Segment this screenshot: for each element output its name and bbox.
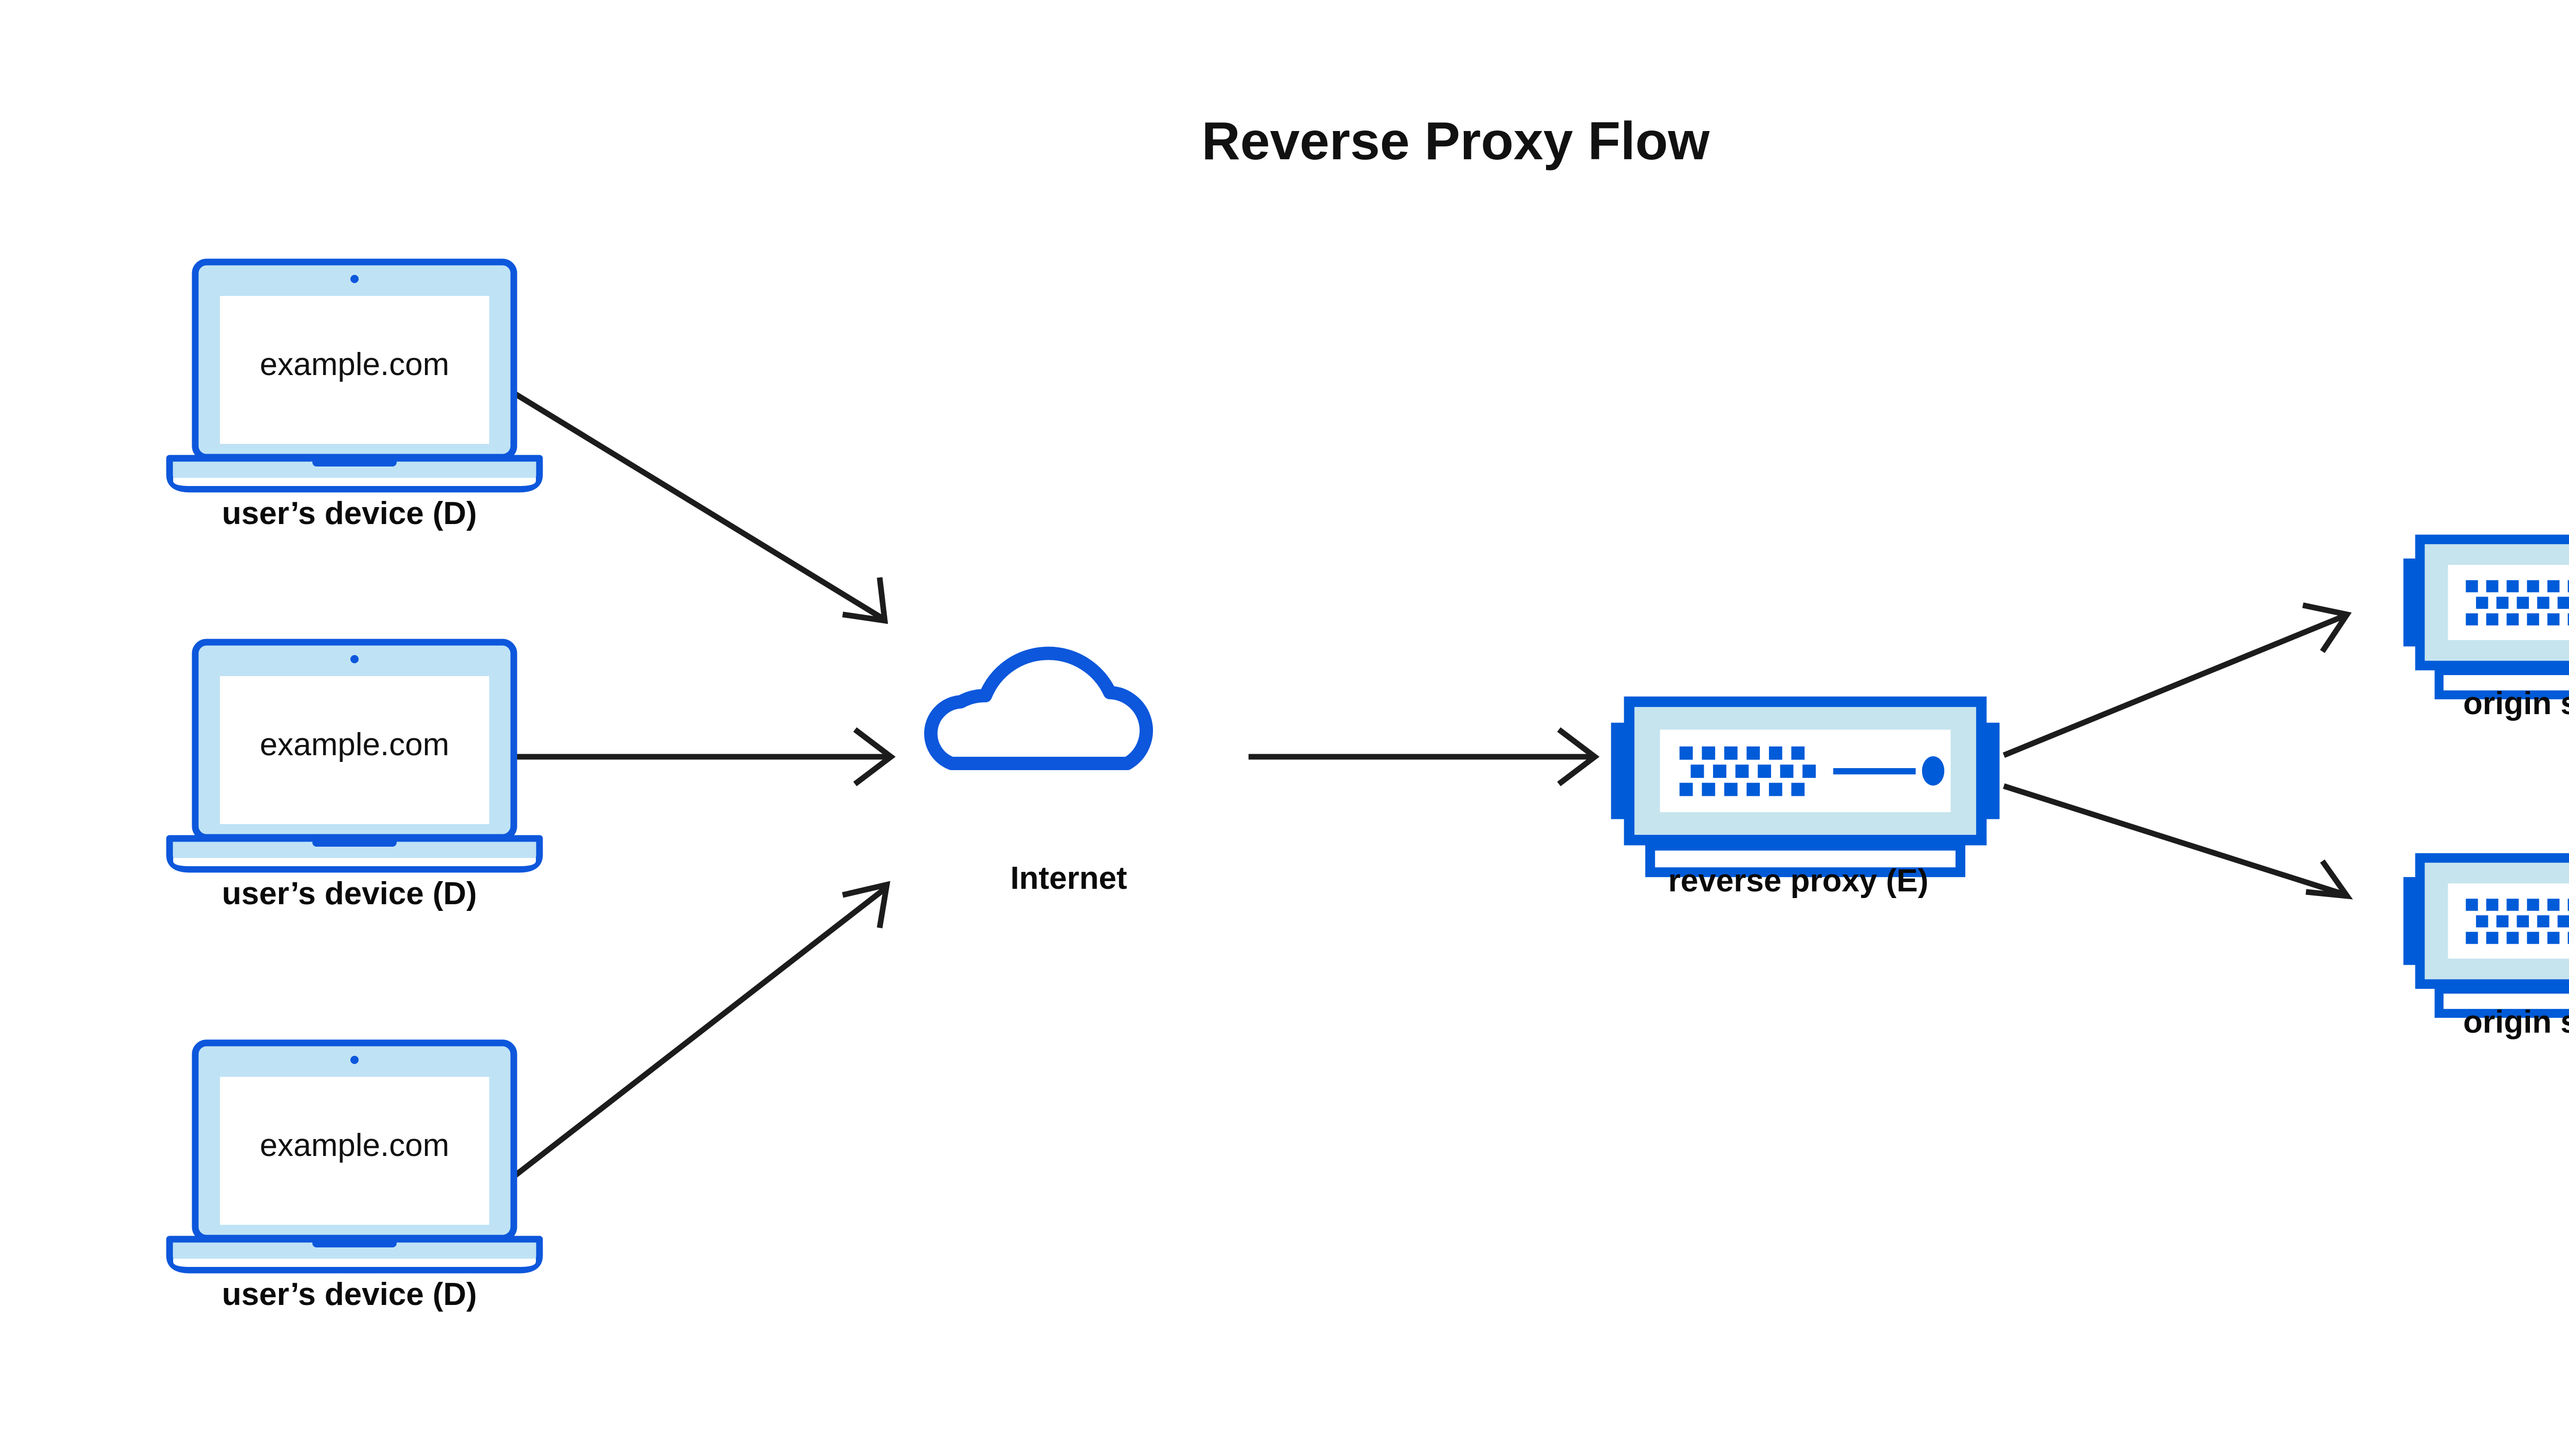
origin-server-label: origin server (F) <box>2463 1004 2569 1040</box>
edge-proxy-to-origin2 <box>2003 783 2353 900</box>
client-device-3[interactable]: example.com user’s device (D) <box>170 1043 539 1312</box>
device-label: user’s device (D) <box>222 496 477 531</box>
device-label: user’s device (D) <box>222 876 477 911</box>
edge-proxy-to-origin1 <box>2002 602 2352 758</box>
origin-server-1[interactable]: origin server (F) <box>2404 539 2569 721</box>
origin-server-2[interactable]: origin server (F) <box>2404 858 2569 1040</box>
edge-internet-to-proxy <box>1249 727 1600 787</box>
device-label: user’s device (D) <box>222 1277 477 1312</box>
edge-device1-to-internet <box>512 390 888 624</box>
page-title: Reverse Proxy Flow <box>1202 111 1710 171</box>
device-screen-url: example.com <box>260 1128 450 1163</box>
server-icon <box>1611 702 2000 872</box>
client-device-2[interactable]: example.com user’s device (D) <box>170 642 539 911</box>
edge-device3-to-internet <box>512 881 890 1179</box>
reverse-proxy-node[interactable]: reverse proxy (E) <box>1611 702 2000 899</box>
device-screen-url: example.com <box>260 347 450 382</box>
client-device-1[interactable]: example.com user’s device (D) <box>170 262 539 531</box>
origin-server-label: origin server (F) <box>2463 686 2569 721</box>
internet-node[interactable]: Internet <box>931 654 1146 896</box>
internet-label: Internet <box>1010 861 1127 896</box>
edge-device2-to-internet <box>514 727 896 787</box>
reverse-proxy-label: reverse proxy (E) <box>1668 863 1929 899</box>
connector-arrows <box>512 390 2353 1179</box>
device-screen-url: example.com <box>260 727 450 762</box>
